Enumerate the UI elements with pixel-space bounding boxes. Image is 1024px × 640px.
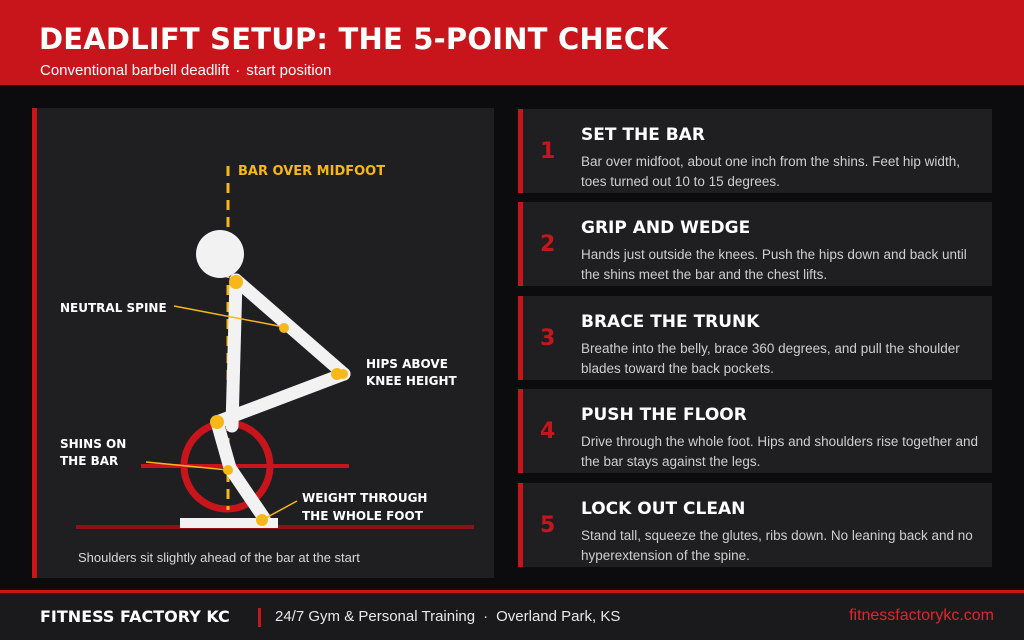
step-description: Stand tall, squeeze the glutes, ribs dow… <box>581 528 973 563</box>
step-number: 2 <box>540 231 556 257</box>
knee-marker <box>210 415 224 429</box>
foot-shape <box>180 518 278 528</box>
spine-marker <box>279 323 289 333</box>
step-number: 5 <box>540 512 556 538</box>
barbell-bar <box>141 464 349 468</box>
footer-website-link[interactable]: fitnessfactorykc.com <box>849 607 994 624</box>
step-accent-bar <box>518 389 523 473</box>
torso-limb <box>229 273 351 381</box>
step-description: Bar over midfoot, about one inch from th… <box>581 154 960 189</box>
step-title: LOCK OUT CLEAN <box>581 499 746 519</box>
joint-markers <box>210 275 348 526</box>
footer-tagline: 24/7 Gym & Personal Training · Overland Pa… <box>275 608 620 625</box>
step-title: PUSH THE FLOOR <box>581 405 747 425</box>
step-accent-bar <box>518 483 523 567</box>
foot-leader <box>261 500 298 521</box>
leader-lines <box>145 305 298 521</box>
deadlift-diagram: BAR OVER MIDFOOT NEUTRAL SPINE HIPS ABOV… <box>60 164 474 529</box>
label-neutral-spine: NEUTRAL SPINE <box>60 301 167 315</box>
step-card-3: 3 BRACE THE TRUNK Breathe into the belly… <box>518 296 992 380</box>
step-description: Drive through the whole foot. Hips and s… <box>581 434 978 469</box>
step-accent-bar <box>518 296 523 380</box>
step-title: SET THE BAR <box>581 125 705 145</box>
footer-divider <box>0 590 1024 593</box>
step-card-2: 2 GRIP AND WEDGE Hands just outside the … <box>518 202 992 286</box>
step-card-5: 5 LOCK OUT CLEAN Stand tall, squeeze the… <box>518 483 992 567</box>
step-number: 3 <box>540 325 556 351</box>
step-card-1: 1 SET THE BAR Bar over midfoot, about on… <box>518 109 992 193</box>
step-card-4: 4 PUSH THE FLOOR Drive through the whole… <box>518 389 992 473</box>
footer-tagline-separator: · <box>483 608 489 625</box>
panel-accent-bar <box>32 108 37 578</box>
label-hips-line2: KNEE HEIGHT <box>366 374 458 388</box>
label-bar-over-midfoot: BAR OVER MIDFOOT <box>238 164 385 179</box>
diagram-caption: Shoulders sit slightly ahead of the bar … <box>78 550 360 565</box>
diagram-panel: BAR OVER MIDFOOT NEUTRAL SPINE HIPS ABOV… <box>32 108 494 578</box>
label-weight-line2: THE WHOLE FOOT <box>302 509 424 523</box>
step-title: GRIP AND WEDGE <box>581 218 751 238</box>
footer: FITNESS FACTORY KC 24/7 Gym & Personal T… <box>0 593 1024 640</box>
step-title: BRACE THE TRUNK <box>581 312 760 332</box>
hip-marker-rear <box>338 369 348 379</box>
header-banner: DEADLIFT SETUP: THE 5-POINT CHECK Conven… <box>0 0 1024 85</box>
subtitle-lift: Conventional barbell deadlift <box>40 62 230 79</box>
spine-leader <box>173 305 285 328</box>
lower-leg-limb <box>223 461 271 525</box>
footer-separator-bar <box>258 608 261 627</box>
footer-brand: FITNESS FACTORY KC <box>40 607 230 626</box>
step-number: 1 <box>540 138 556 164</box>
shin-limb <box>210 415 237 475</box>
head-shape <box>196 230 244 278</box>
step-number: 4 <box>540 418 556 444</box>
shins-leader <box>145 461 229 471</box>
step-description: Breathe into the belly, brace 360 degree… <box>581 341 960 376</box>
step-description: Hands just outside the knees. Push the h… <box>581 247 967 282</box>
page-subtitle: Conventional barbell deadlift · start posi… <box>40 62 331 79</box>
subtitle-position: start position <box>246 62 332 79</box>
step-accent-bar <box>518 109 523 193</box>
label-weight-line1: WEIGHT THROUGH <box>302 491 427 505</box>
shin-marker <box>223 465 233 475</box>
lifter-figure <box>210 273 351 525</box>
foot-marker <box>256 514 268 526</box>
arm-limb <box>225 273 243 433</box>
label-hips-line1: HIPS ABOVE <box>366 357 448 371</box>
step-accent-bar <box>518 202 523 286</box>
subtitle-separator: · <box>235 62 241 79</box>
page-title: DEADLIFT SETUP: THE 5-POINT CHECK <box>39 22 669 56</box>
label-shins-line1: SHINS ON <box>60 437 126 451</box>
label-shins-line2: THE BAR <box>60 454 118 468</box>
shoulder-marker <box>229 275 243 289</box>
footer-tagline-location: Overland Park, KS <box>496 608 621 625</box>
footer-tagline-services: 24/7 Gym & Personal Training <box>275 608 476 625</box>
